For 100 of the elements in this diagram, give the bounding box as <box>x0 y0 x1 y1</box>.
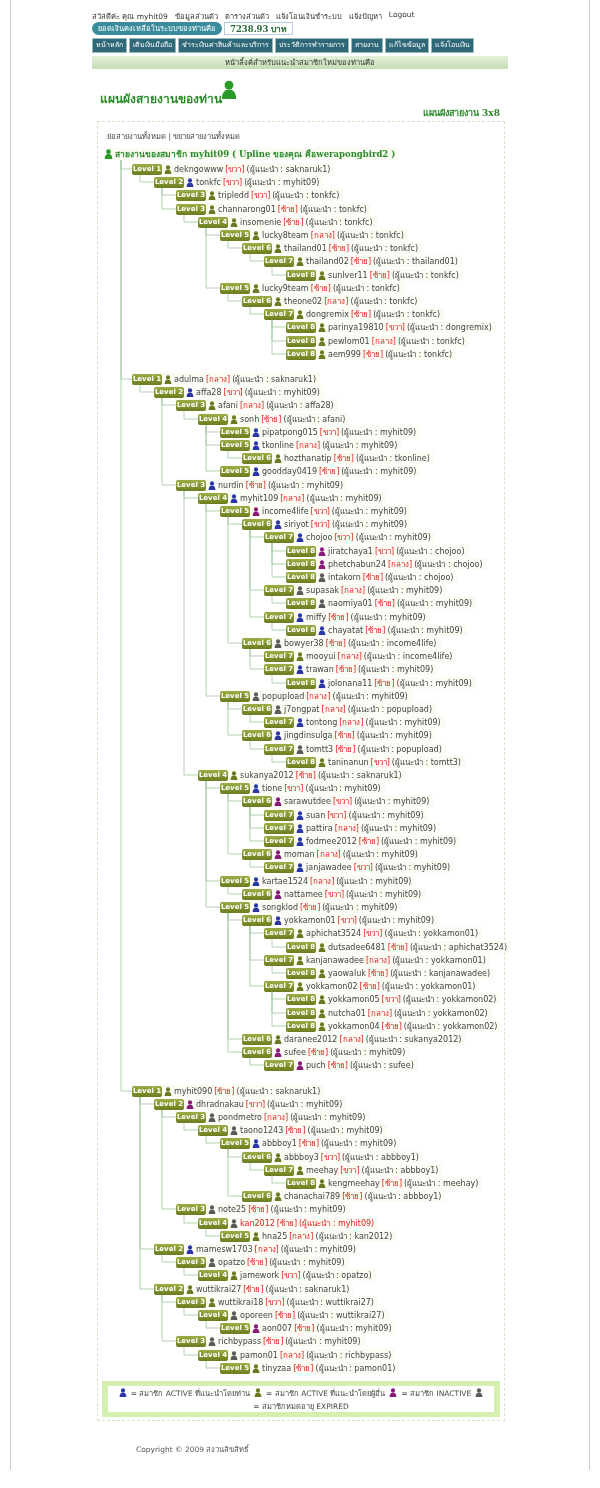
section-heading: แผนผังสายงาน 3x8 <box>422 107 500 120</box>
sponsor-label: (ผู้แนะนำ : wuttikrai27) <box>297 1309 385 1322</box>
member-name: mamesw1703 <box>196 1244 253 1254</box>
connector-line <box>183 1267 199 1276</box>
position-label: [ขวา] <box>223 386 243 399</box>
position-label: [ขวา] <box>370 756 390 769</box>
sponsor-label: (ผู้แนะนำ : saknaruk1) <box>317 769 402 782</box>
member-name: dhradnakau <box>196 1099 244 1109</box>
connector-line <box>271 674 287 684</box>
sponsor-label: (ผู้แนะนำ : myhit09) <box>244 176 320 189</box>
member-name: popupload <box>262 691 305 701</box>
connector-line <box>249 925 265 987</box>
position-label: [กลาง] <box>340 584 366 597</box>
position-label: [ขวา] <box>327 809 347 822</box>
member-name: lucky9team <box>262 283 309 293</box>
position-label: [ขวา] <box>337 914 357 927</box>
position-label: [กลาง] <box>339 716 364 729</box>
position-label: [กลาง] <box>289 1230 314 1243</box>
member-name: richbypass <box>218 1336 262 1346</box>
sponsor-label: (ผู้แนะนำ : saknaruk1) <box>265 1283 350 1296</box>
connector-line <box>227 516 243 644</box>
member-name: moman <box>284 849 315 859</box>
sponsor-label: (ผู้แนะนำ : tonkfc) <box>391 269 459 282</box>
position-label: [ซ้าย] <box>214 1085 235 1098</box>
position-label: [กลาง] <box>239 399 265 412</box>
position-label: [ซ้าย] <box>350 255 372 268</box>
position-label: [กลาง] <box>279 1349 305 1362</box>
connector-line <box>139 174 155 183</box>
sponsor-label: (ผู้แนะนำ : pamon01) <box>315 1362 396 1375</box>
connector-line <box>249 306 265 315</box>
member-name: yokkamon04 <box>328 1021 380 1031</box>
member-name: jamework <box>240 1270 280 1280</box>
member-name: nutcha01 <box>328 1008 366 1018</box>
member-name: affa28 <box>196 387 222 397</box>
sponsor-label: (ผู้แนะนำ : myhit09) <box>307 1124 383 1137</box>
member-name: aon007 <box>262 1323 293 1333</box>
member-name: taono1243 <box>240 1125 284 1135</box>
connector-line <box>139 384 155 393</box>
connector-line <box>249 648 265 670</box>
position-label: [กลาง] <box>339 1033 364 1046</box>
position-label: [ขวา] <box>265 1296 285 1309</box>
position-label: [ขวา] <box>310 505 330 518</box>
position-label: [กลาง] <box>295 439 321 452</box>
connector-line <box>205 503 221 697</box>
sponsor-label: (ผู้แนะนำ : myhit09) <box>341 426 417 439</box>
member-name: tkonline <box>262 440 294 450</box>
sponsor-label: (ผู้แนะนำ : saknaruk1) <box>246 163 331 176</box>
connector-line <box>227 701 243 736</box>
sponsor-label: (ผู้แนะนำ : chojoo) <box>385 571 454 584</box>
sponsor-label: (ผู้แนะนำ : chojoo) <box>396 545 465 558</box>
member-name: siriyot <box>284 519 309 529</box>
position-label: [ซ้าย] <box>310 282 331 295</box>
position-label: [ขวา] <box>225 163 245 176</box>
sponsor-label: (ผู้แนะนำ : tkonline) <box>355 452 430 465</box>
connector-line <box>161 1294 177 1342</box>
sponsor-label: (ผู้แนะนำ : tomtt3) <box>391 756 461 769</box>
member-name: phetchabun24 <box>328 559 386 569</box>
sponsor-label: (ผู้แนะนำ : myhit09) <box>332 690 408 703</box>
position-label: [ขวา] <box>245 1098 266 1111</box>
position-label: [ซ้าย] <box>359 980 380 993</box>
member-name: insomenie <box>240 217 282 227</box>
position-label: [ขวา] <box>385 321 405 334</box>
position-label: [ซ้าย] <box>334 729 355 742</box>
position-label: [ขวา] <box>284 782 304 795</box>
connector-line <box>183 1307 199 1316</box>
sponsor-label: (ผู้แนะนำ : myhit09) <box>269 1256 345 1269</box>
connector-line <box>205 227 221 289</box>
member-name: jolonana11 <box>328 678 373 688</box>
member-name: sufee <box>284 1047 306 1057</box>
member-name: daranee2012 <box>284 1034 338 1044</box>
connector-line <box>271 595 287 604</box>
member-name: naomiya01 <box>328 598 373 608</box>
connector-line <box>183 1346 199 1356</box>
member-name: yokkamon05 <box>328 994 380 1004</box>
sponsor-label: (ผู้แนะนำ : popupload) <box>357 743 442 756</box>
sponsor-label: (ผู้แนะนำ : yokkamon02) <box>402 993 497 1006</box>
position-label: [กลาง] <box>316 848 341 861</box>
sponsor-label: (ผู้แนะนำ : kanjanawadee) <box>390 967 491 980</box>
sponsor-label: (ผู้แนะนำ : abbboy1) <box>364 1190 442 1203</box>
connector-line <box>271 542 287 578</box>
sponsor-label: (ผู้แนะนำ : tonkfc) <box>332 282 400 295</box>
sponsor-label: (ผู้แนะนำ : myhit09) <box>270 1203 346 1216</box>
member-name: income4life <box>262 506 309 516</box>
position-label: [ซ้าย] <box>362 348 384 361</box>
sponsor-label: (ผู้แนะนำ : sufee) <box>349 1059 414 1072</box>
sponsor-label: (ผู้แนะนำ : myhit09) <box>305 782 381 795</box>
member-name: trawan <box>306 664 334 674</box>
sponsor-label: (ผู้แนะนำ : yokkamon01) <box>384 927 478 940</box>
member-name: pondmetro <box>218 1112 262 1122</box>
sponsor-label: (ผู้แนะนำ : myhit09) <box>358 914 434 927</box>
position-label: [ซ้าย] <box>298 1137 320 1150</box>
position-label: [ซ้าย] <box>277 203 298 216</box>
member-name: bowyer38 <box>284 638 324 648</box>
connector-line <box>139 1096 155 1290</box>
position-label: [ซ้าย] <box>387 941 408 954</box>
member-name: meehay <box>306 1165 339 1175</box>
position-label: [กลาง] <box>365 954 391 967</box>
member-name: tonkfc <box>196 177 221 187</box>
sponsor-label: (ผู้แนะนำ : tonkfc) <box>336 229 404 242</box>
member-name: dekngowww <box>174 164 224 174</box>
